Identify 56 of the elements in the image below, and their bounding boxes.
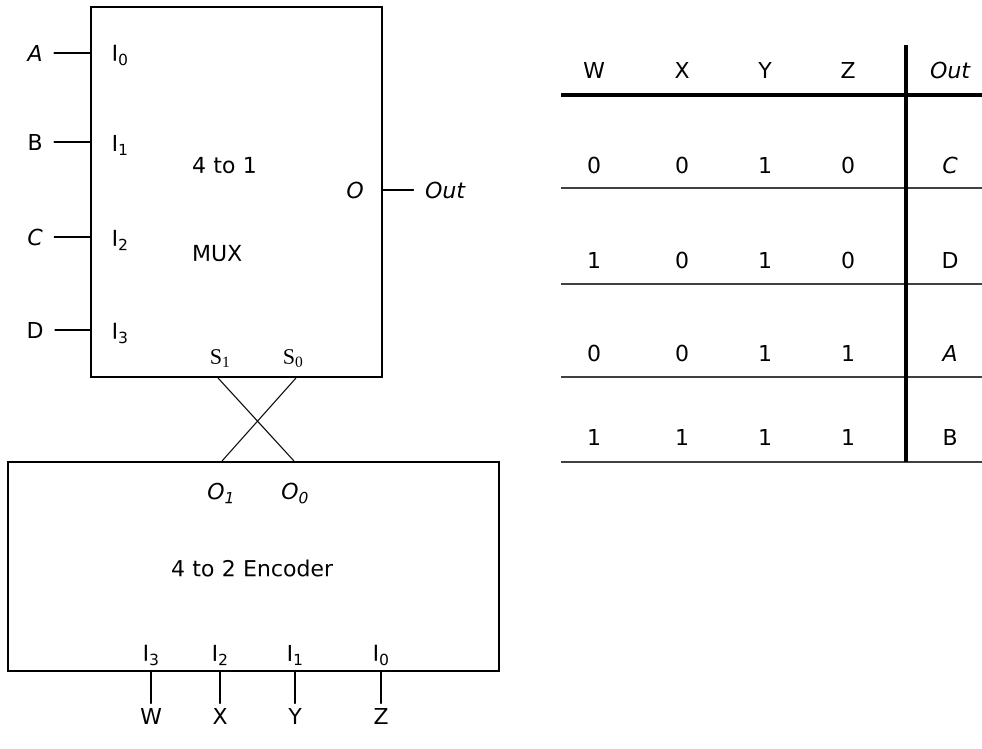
table-cell: 1 (589, 252, 599, 268)
wire (219, 672, 221, 704)
table-cell: 1 (760, 344, 770, 362)
table-cell: 1 (760, 156, 770, 174)
signal-name: A (26, 44, 42, 62)
pin-label: O$_{0}$ (282, 482, 308, 504)
pin-label: O (347, 182, 363, 198)
table-cell: D (944, 252, 958, 268)
pin-label: S$_{1}$ (211, 349, 229, 367)
wire (383, 189, 414, 191)
table-cell: 0 (676, 156, 688, 174)
wire (54, 329, 90, 331)
table-cell: A (941, 344, 956, 362)
wire (380, 672, 382, 704)
table-cell: 1 (677, 428, 687, 446)
wire (54, 141, 90, 143)
signal-name: C (28, 228, 43, 246)
table-cell: C (943, 156, 958, 174)
table-cell: 1 (760, 252, 770, 268)
table-header: Out (930, 62, 971, 78)
pin-label: I$_{3}$ (144, 644, 158, 666)
pin-label: I$_{1}$ (288, 644, 302, 666)
table-cell: 0 (676, 252, 688, 268)
pin-label: O$_{1}$ (208, 482, 232, 504)
table-header: Z (841, 62, 855, 78)
table-header: X (675, 62, 689, 78)
wire (54, 236, 90, 238)
table-cell: 1 (589, 428, 599, 446)
pin-label: I$_{0}$ (374, 644, 388, 666)
table-cell: 1 (843, 428, 853, 446)
table-cell: 1 (760, 428, 770, 446)
signal-name: B (30, 134, 41, 150)
signal-name: Z (374, 708, 388, 724)
signal-name: X (213, 708, 227, 724)
pin-label: I$_{2}$ (214, 644, 226, 666)
table-cell: B (944, 428, 956, 446)
table-cell: 0 (588, 344, 600, 362)
table-cell: 1 (843, 344, 853, 362)
signal-name: Out (426, 182, 466, 198)
pin-label: S$_{0}$ (284, 349, 302, 367)
signal-name: W (140, 708, 162, 724)
pin-label: I$_{1}$ (114, 134, 126, 156)
table-cell: 0 (842, 252, 854, 268)
wire (150, 672, 152, 704)
table-cell: 0 (842, 156, 854, 174)
table-header: Y (758, 62, 772, 78)
signal-name: D (28, 322, 42, 338)
wire (294, 672, 296, 704)
table-header: W (584, 62, 604, 78)
signal-name: Y (288, 708, 302, 724)
pin-label: I$_{2}$ (114, 230, 126, 250)
table-cell: 0 (588, 156, 600, 174)
pin-label: I$_{0}$ (114, 44, 127, 66)
wire (54, 52, 90, 54)
pin-label: I$_{3}$ (114, 322, 127, 344)
table-cell: 0 (676, 344, 688, 362)
